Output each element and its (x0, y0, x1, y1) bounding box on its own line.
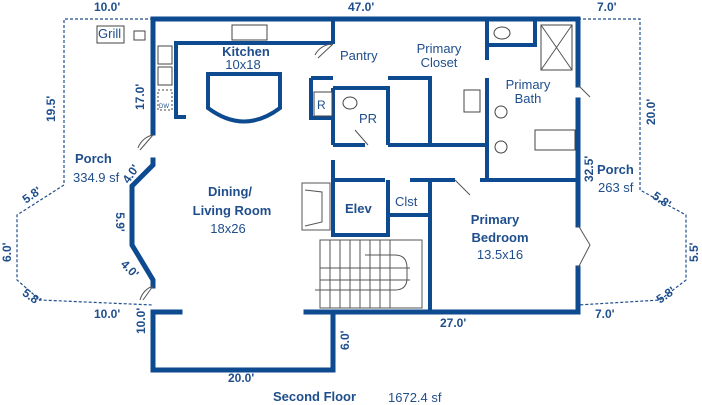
refrigerator (313, 91, 333, 117)
grill-side-icon (133, 30, 146, 41)
dim-right-porch: 20.0' (644, 98, 658, 125)
room-name-bedroom-line1: Primary (470, 212, 520, 227)
sink-2 (157, 66, 173, 86)
dim-bottom: 20.0' (228, 371, 255, 385)
grill-label: Grill (98, 26, 122, 41)
stove (231, 24, 268, 41)
door-swing (137, 43, 591, 301)
dim-top-left: 10.0' (94, 0, 121, 14)
porch-right-area: 263 sf (598, 180, 634, 195)
dim-step: 6.0' (338, 330, 352, 350)
kitchen-island (206, 72, 282, 124)
dim-top: 47.0' (348, 0, 375, 14)
porch-left-area: 334.9 sf (73, 170, 120, 185)
porch-left-name: Porch (75, 151, 112, 166)
exterior-wall (129, 16, 581, 373)
room-name-elev: Elev (345, 201, 372, 216)
interior-walls (309, 19, 578, 312)
dim-top-right: 7.0' (597, 0, 617, 14)
right-porch-outline (577, 18, 687, 306)
dim-right: 32.5' (582, 155, 596, 182)
fireplace (301, 182, 331, 231)
dim-left-lower: 10.0' (134, 307, 148, 334)
room-size-bedroom: 13.5x16 (476, 247, 524, 262)
room-name-pantry: Pantry (340, 48, 378, 63)
dim-left-porch: 19.5' (44, 95, 58, 122)
dim-kitchen-left: 17.0' (133, 83, 147, 110)
dim-bottom-right-porch: 7.0' (595, 307, 615, 321)
room-name-primary-bath: Primary Bath (505, 77, 551, 106)
room-name-bedroom-line2: Bedroom (471, 230, 529, 245)
dim-bay-mid: 5.9' (112, 212, 127, 232)
room-size-kitchen: 10x18 (225, 57, 261, 72)
room-name-kitchen: Kitchen (222, 44, 270, 59)
room-name-primary-closet: Primary Closet (416, 41, 462, 70)
kitchen-counter-wall (174, 41, 333, 119)
room-name-pr: PR (359, 111, 378, 126)
dim-porch-left-side: 6.0' (0, 242, 14, 262)
refrigerator-label: R (317, 98, 326, 112)
porch-right-name: Porch (597, 162, 634, 177)
bath-sink (494, 105, 508, 119)
dishwasher-label: DW (159, 104, 169, 110)
room-name-dining-line1: Dining/ (207, 184, 253, 199)
stair-treads (315, 240, 410, 308)
floor-total-area: 1672.4 sf (388, 390, 442, 405)
stairs (319, 239, 423, 309)
room-name-dining-line2: Living Room (192, 203, 272, 218)
toilet (493, 26, 511, 40)
dim-bottom-right: 27.0' (440, 316, 467, 330)
left-porch-outline (16, 18, 154, 306)
dishwasher (157, 89, 173, 111)
dim-bottom-left-porch: 10.0' (94, 307, 121, 321)
room-size-dining: 18x26 (210, 221, 246, 236)
sink (157, 45, 173, 65)
bathtub (534, 129, 576, 151)
floor-title: Second Floor (273, 389, 357, 404)
shower-cross (540, 24, 573, 71)
grill-box (96, 25, 125, 44)
bath-sink-2 (494, 140, 508, 154)
dim-porch-right-side: 5.5' (687, 242, 701, 262)
room-name-clst: Clst (395, 194, 418, 209)
pr-toilet (342, 96, 358, 110)
washer-dryer (463, 89, 481, 113)
